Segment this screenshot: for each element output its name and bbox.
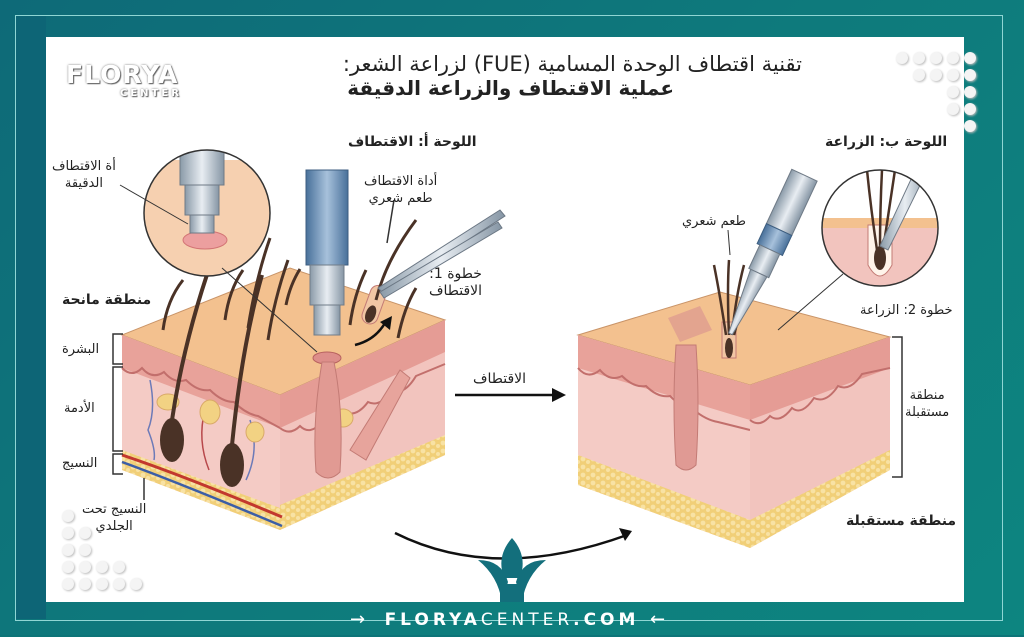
layer-brackets [112,199,395,500]
recipient-bracket-label: منطقة مستقبلة [905,388,950,420]
logo-main: FLORYA [66,60,179,89]
page-title: تقنية اقتطاف الوحدة المسامية (FUE) لزراع… [343,52,802,100]
frame-left-bevel [15,15,46,619]
panel-b-graft-label: طعم شعري [682,214,746,229]
panel-b-heading: اللوحة ب: الزراعة [825,134,948,150]
step1-label: خطوة 1: الاقتطاف [429,266,483,299]
extraction-arrow-label: الاقتطاف [473,371,527,387]
recipient-area-label: منطقة مستقبلة [846,513,957,529]
footer-brand-light: CENTER [480,610,574,630]
footer-brand-com: .COM [573,610,640,630]
donor-skin-block [120,169,506,530]
step2-label: خطوة 2: الزراعة [860,303,953,318]
footer-website: → FLORYACENTER.COM ← [0,603,1024,635]
dermis-label: الأدمة [64,401,95,416]
frame-border [15,15,1003,621]
micro-tool-label: أة الاقتطاف الدقيقة [52,159,116,191]
extraction-tool-label: أداة الاقتطاف طعم شعري [364,174,438,206]
footer-brand-bold: FLORYA [384,610,481,630]
donor-area-label: منطقة مانحة [62,292,152,308]
epidermis-label: البشرة [62,342,100,357]
logo-sub: CENTER [120,88,182,99]
micro-punch-zoom-circle [119,149,318,353]
tissue-label: النسيج [62,456,98,471]
title-line-1: تقنية اقتطاف الوحدة المسامية (FUE) لزراع… [342,52,802,76]
decorative-dots-top-right [896,52,976,132]
recipient-skin-block [576,168,892,548]
footer-arrow-left-icon: → [350,609,370,630]
title-line-2: عملية الاقتطاف والزراعة الدقيقة [347,76,674,100]
florya-logo: FLORYA CENTER [66,60,179,99]
panel-a-heading: اللوحة أ: الاقتطاف [348,134,477,150]
decorative-dots-bottom-left [62,510,142,590]
subcutaneous-label: النسيج تحت الجلدي [82,502,147,534]
florya-center-emblem [478,538,546,602]
extraction-arrow [455,388,566,402]
footer-arrow-right-icon: ← [650,609,670,630]
